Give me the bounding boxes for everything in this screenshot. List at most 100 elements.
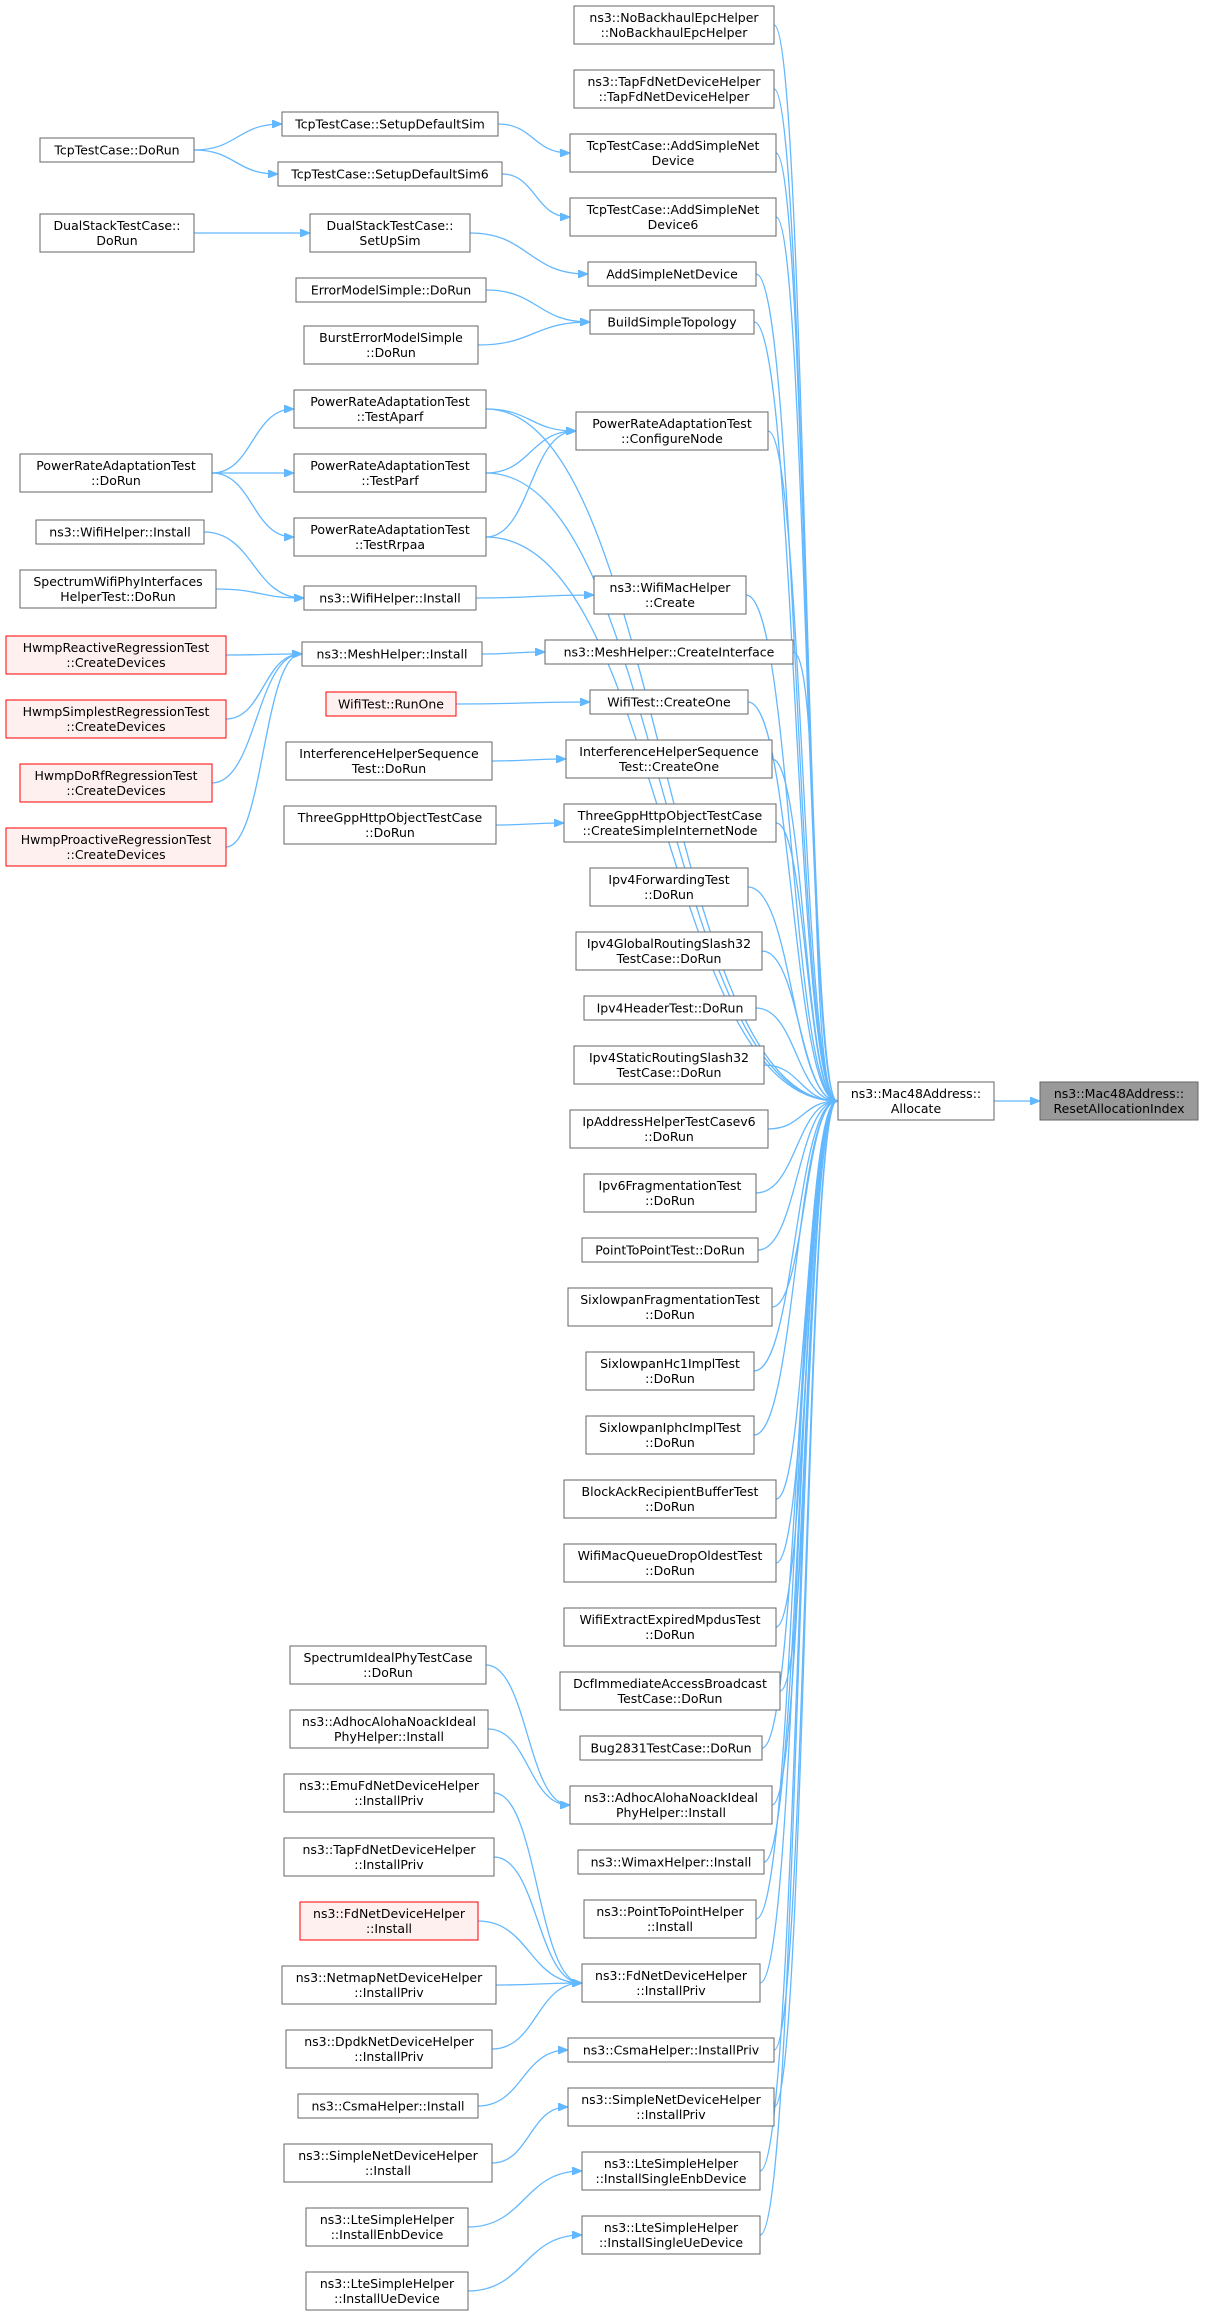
- graph-node-wifitest_createone[interactable]: WifiTest::CreateOne: [589, 689, 749, 715]
- graph-node-hwmp_dorf[interactable]: HwmpDoRfRegressionTest::CreateDevices: [19, 763, 213, 803]
- graph-node-fdnet_install[interactable]: ns3::FdNetDeviceHelper::Install: [299, 1901, 479, 1941]
- graph-node-p2phelper_install[interactable]: ns3::PointToPointHelper::Install: [583, 1899, 757, 1939]
- graph-node-pra_dorun[interactable]: PowerRateAdaptationTest::DoRun: [19, 453, 213, 493]
- edge-wifihelper_install_left-to-wifihelper_install_mid: [203, 531, 303, 598]
- node-box: [283, 1837, 495, 1877]
- node-box: [39, 213, 195, 253]
- graph-node-wifihelper_install_mid[interactable]: ns3::WifiHelper::Install: [303, 585, 477, 611]
- edge-tcp_setupdefault6-to-tcp_addsimple6: [501, 173, 569, 217]
- node-label-line: ::CreateDevices: [66, 719, 165, 734]
- edge-mesh_createinterface-to-allocate: [792, 651, 837, 1101]
- graph-node-spectrumwifi_dorun[interactable]: SpectrumWifiPhyInterfacesHelperTest::DoR…: [19, 569, 217, 609]
- graph-node-mesh_createinterface[interactable]: ns3::MeshHelper::CreateInterface: [544, 639, 794, 665]
- node-box: [281, 111, 499, 137]
- graph-node-spectrumideal_dorun[interactable]: SpectrumIdealPhyTestCase::DoRun: [289, 1645, 487, 1685]
- graph-node-blockack[interactable]: BlockAckRecipientBufferTest::DoRun: [563, 1479, 777, 1519]
- graph-node-lte_installue[interactable]: ns3::LteSimpleHelper::InstallUeDevice: [305, 2271, 469, 2311]
- graph-node-errmodel_dorun[interactable]: ErrorModelSimple::DoRun: [295, 277, 487, 303]
- graph-node-wifimac_create[interactable]: ns3::WifiMacHelper::Create: [593, 575, 747, 615]
- graph-node-dpdk_installpriv[interactable]: ns3::DpdkNetDeviceHelper::InstallPriv: [285, 2029, 493, 2069]
- graph-node-meshhelper_install[interactable]: ns3::MeshHelper::Install: [301, 641, 483, 667]
- graph-node-wifihelper_install_left[interactable]: ns3::WifiHelper::Install: [35, 519, 205, 545]
- graph-node-sixfrag[interactable]: SixlowpanFragmentationTest::DoRun: [567, 1287, 773, 1327]
- graph-node-threegpp_create[interactable]: ThreeGppHttpObjectTestCase::CreateSimple…: [563, 803, 777, 843]
- graph-node-threegpp_dorun[interactable]: ThreeGppHttpObjectTestCase::DoRun: [283, 805, 497, 845]
- edge-ipv4global-to-allocate: [761, 950, 837, 1101]
- graph-node-ds_setupsim[interactable]: DualStackTestCase::SetUpSim: [309, 213, 471, 253]
- graph-node-ipv6frag[interactable]: Ipv6FragmentationTest::DoRun: [583, 1173, 757, 1213]
- node-box: [585, 1351, 755, 1391]
- graph-node-lte_installsingleue[interactable]: ns3::LteSimpleHelper::InstallSingleUeDev…: [581, 2215, 761, 2255]
- graph-node-buildsimpletopology[interactable]: BuildSimpleTopology: [589, 309, 755, 335]
- node-box: [573, 5, 775, 45]
- edge-meshhelper_install-to-mesh_createinterface: [481, 652, 544, 654]
- graph-node-pra_testparf[interactable]: PowerRateAdaptationTest::TestParf: [293, 453, 487, 493]
- graph-node-dcfimm[interactable]: DcfImmediateAccessBroadcastTestCase::DoR…: [559, 1671, 781, 1711]
- graph-node-ds_dorun[interactable]: DualStackTestCase::DoRun: [39, 213, 195, 253]
- graph-node-wifimacqueue[interactable]: WifiMacQueueDropOldestTest::DoRun: [563, 1543, 777, 1583]
- graph-node-csma_install[interactable]: ns3::CsmaHelper::Install: [297, 2093, 479, 2119]
- graph-node-tcp_dorun[interactable]: TcpTestCase::DoRun: [39, 137, 195, 163]
- graph-node-ipv4header[interactable]: Ipv4HeaderTest::DoRun: [583, 995, 757, 1021]
- graph-node-addsimplenetdevice[interactable]: AddSimpleNetDevice: [587, 261, 757, 287]
- graph-node-hwmp_proactive[interactable]: HwmpProactiveRegressionTest::CreateDevic…: [5, 827, 227, 867]
- node-label-line: ns3::TapFdNetDeviceHelper: [302, 1842, 476, 1857]
- graph-node-bug2831[interactable]: Bug2831TestCase::DoRun: [579, 1735, 763, 1761]
- graph-node-tcp_setupdefault6[interactable]: TcpTestCase::SetupDefaultSim6: [277, 161, 503, 187]
- graph-node-tapfd_helper[interactable]: ns3::TapFdNetDeviceHelper::TapFdNetDevic…: [573, 69, 775, 109]
- graph-node-pra_configure[interactable]: PowerRateAdaptationTest::ConfigureNode: [575, 411, 769, 451]
- graph-node-allocate[interactable]: ns3::Mac48Address::Allocate: [837, 1081, 995, 1121]
- graph-node-ihs_createone[interactable]: InterferenceHelperSequenceTest::CreateOn…: [565, 739, 773, 779]
- node-label-line: BlockAckRecipientBufferTest: [582, 1484, 759, 1499]
- graph-node-tcp_addsimple[interactable]: TcpTestCase::AddSimpleNetDevice: [569, 133, 777, 173]
- graph-node-ipaddrv6[interactable]: IpAddressHelperTestCasev6::DoRun: [569, 1109, 769, 1149]
- graph-node-netmap_installpriv[interactable]: ns3::NetmapNetDeviceHelper::InstallPriv: [281, 1965, 497, 2005]
- graph-node-hwmp_simplest[interactable]: HwmpSimplestRegressionTest::CreateDevice…: [5, 699, 227, 739]
- graph-node-simplenet_installpriv[interactable]: ns3::SimpleNetDeviceHelper::InstallPriv: [567, 2087, 775, 2127]
- edge-ipv4static-to-allocate: [763, 1064, 837, 1101]
- graph-node-wimax_install[interactable]: ns3::WimaxHelper::Install: [577, 1849, 765, 1875]
- graph-node-sixhc1[interactable]: SixlowpanHc1ImplTest::DoRun: [585, 1351, 755, 1391]
- graph-node-lte_installenb[interactable]: ns3::LteSimpleHelper::InstallEnbDevice: [305, 2207, 469, 2247]
- graph-node-tapfd_installpriv[interactable]: ns3::TapFdNetDeviceHelper::InstallPriv: [283, 1837, 495, 1877]
- node-label-line: ns3::NoBackhaulEpcHelper: [589, 10, 759, 25]
- node-box: [583, 995, 757, 1021]
- graph-node-burst_dorun[interactable]: BurstErrorModelSimple::DoRun: [303, 325, 479, 365]
- graph-node-adhoc_install[interactable]: ns3::AdhocAlohaNoackIdealPhyHelper::Inst…: [569, 1785, 773, 1825]
- graph-node-nobackhaul[interactable]: ns3::NoBackhaulEpcHelper::NoBackhaulEpcH…: [573, 5, 775, 45]
- graph-node-ipv4fwd[interactable]: Ipv4ForwardingTest::DoRun: [589, 867, 749, 907]
- graph-node-hwmp_reactive[interactable]: HwmpReactiveRegressionTest::CreateDevice…: [5, 635, 227, 675]
- graph-node-tcp_setupdefault[interactable]: TcpTestCase::SetupDefaultSim: [281, 111, 499, 137]
- edge-hwmp_proactive-to-meshhelper_install: [225, 654, 301, 848]
- node-box: [585, 1415, 755, 1455]
- graph-node-wifitest_runone[interactable]: WifiTest::RunOne: [325, 691, 457, 717]
- node-box: [581, 2151, 761, 2191]
- node-label-line: PointToPointTest::DoRun: [595, 1243, 745, 1258]
- graph-node-csma_installpriv[interactable]: ns3::CsmaHelper::InstallPriv: [567, 2037, 775, 2063]
- node-label-line: WifiExtractExpiredMpdusTest: [579, 1612, 760, 1627]
- graph-node-pra_testrrpaa[interactable]: PowerRateAdaptationTest::TestRrpaa: [293, 517, 487, 557]
- node-box: [277, 161, 503, 187]
- node-label-line: Device6: [648, 217, 699, 232]
- graph-node-simplenet_install[interactable]: ns3::SimpleNetDeviceHelper::Install: [283, 2143, 493, 2183]
- graph-node-wifiextract[interactable]: WifiExtractExpiredMpdusTest::DoRun: [563, 1607, 777, 1647]
- graph-node-pra_testaparf[interactable]: PowerRateAdaptationTest::TestAparf: [293, 389, 487, 429]
- graph-node-target[interactable]: ns3::Mac48Address::ResetAllocationIndex: [1039, 1081, 1199, 1121]
- graph-node-lte_installsingleenb[interactable]: ns3::LteSimpleHelper::InstallSingleEnbDe…: [581, 2151, 761, 2191]
- graph-node-emufd_installpriv[interactable]: ns3::EmuFdNetDeviceHelper::InstallPriv: [283, 1773, 495, 1813]
- node-box: [569, 1109, 769, 1149]
- graph-node-adhoc_install_left[interactable]: ns3::AdhocAlohaNoackIdealPhyHelper::Inst…: [289, 1709, 489, 1749]
- nodes-layer: ns3::Mac48Address::ResetAllocationIndexn…: [5, 5, 1199, 2311]
- graph-node-sixiphc[interactable]: SixlowpanIphcImplTest::DoRun: [585, 1415, 755, 1455]
- graph-node-fdnet_installpriv[interactable]: ns3::FdNetDeviceHelper::InstallPriv: [581, 1963, 761, 2003]
- edge-pra_testparf-to-allocate: [485, 472, 837, 1101]
- node-box: [563, 803, 777, 843]
- node-label-line: ns3::LteSimpleHelper: [320, 2276, 455, 2291]
- node-box: [544, 639, 794, 665]
- graph-node-p2ptest[interactable]: PointToPointTest::DoRun: [581, 1237, 759, 1263]
- node-label-line: ::InstallPriv: [354, 1793, 424, 1808]
